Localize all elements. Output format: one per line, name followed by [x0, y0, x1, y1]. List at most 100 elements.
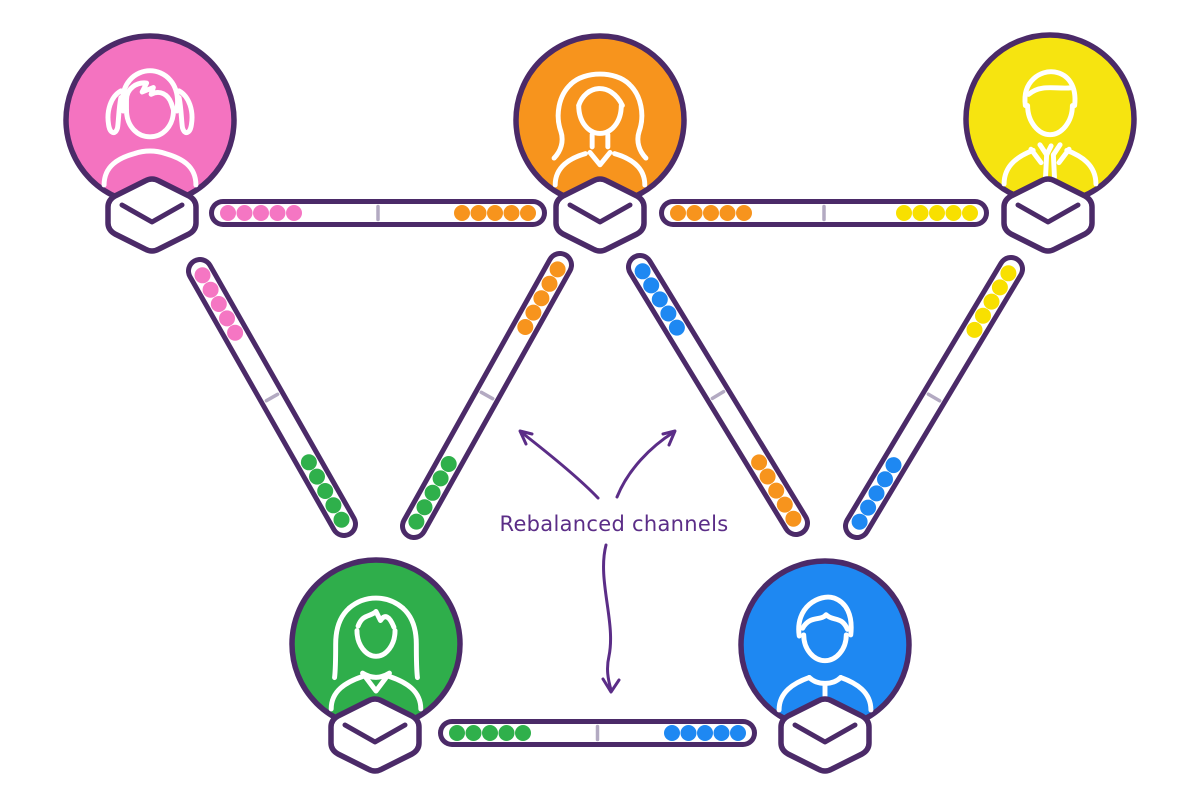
arrow-to-orange-blue-channel — [615, 430, 676, 499]
liquidity-dots-end-green — [408, 456, 457, 530]
channel-yellow-blue — [843, 255, 1025, 540]
liquidity-dot — [912, 205, 929, 221]
liquidity-dot — [651, 291, 668, 308]
liquidity-dot — [962, 205, 978, 221]
liquidity-dot — [541, 275, 558, 292]
liquidity-dots-end-orange — [454, 205, 536, 221]
liquidity-dot — [253, 205, 269, 221]
liquidity-dot — [487, 205, 503, 221]
liquidity-dot — [851, 513, 868, 530]
liquidity-dot — [525, 304, 542, 321]
liquidity-dot — [680, 725, 697, 741]
arrow-to-orange-green-channel — [519, 430, 600, 500]
arrowhead-down — [601, 677, 621, 694]
node-blue — [738, 558, 912, 732]
liquidity-dot — [333, 511, 350, 528]
liquidity-dot — [317, 483, 334, 499]
rebalanced-channels-label: Rebalanced channels — [500, 512, 729, 536]
liquidity-dots-start-pink — [220, 205, 302, 221]
liquidity-dot — [454, 205, 470, 221]
liquidity-dot — [785, 510, 802, 527]
channel-midpoint-tick — [264, 392, 280, 403]
channels-layer — [186, 199, 1025, 747]
liquidity-dot — [991, 279, 1008, 296]
liquidity-dots-start-orange — [670, 205, 752, 221]
liquidity-dots-end-orange — [751, 454, 802, 527]
arrowhead-left — [518, 429, 534, 446]
liquidity-dots-start-blue — [634, 263, 685, 336]
liquidity-dot — [325, 497, 342, 514]
liquidity-dot — [300, 454, 317, 471]
liquidity-dot — [877, 471, 893, 488]
liquidity-dot — [703, 205, 719, 221]
liquidity-dot — [768, 482, 785, 499]
channel-orange-blue — [626, 253, 810, 537]
liquidity-dot — [697, 725, 713, 741]
liquidity-dot — [210, 296, 227, 312]
liquidity-dots-start-green — [449, 725, 531, 741]
liquidity-dot — [719, 205, 736, 221]
liquidity-dot — [202, 281, 219, 298]
liquidity-dot — [309, 468, 325, 485]
liquidity-dot — [517, 319, 534, 335]
liquidity-dot — [408, 513, 425, 530]
liquidity-dot — [868, 485, 885, 502]
channel-midpoint-tick — [479, 390, 495, 401]
liquidity-dot — [776, 496, 793, 513]
channel-midpoint-tick — [926, 392, 942, 403]
channel-pink-green — [186, 257, 358, 538]
liquidity-dot — [503, 205, 520, 221]
avatar-man-in-suit-icon — [1001, 69, 1099, 187]
liquidity-dots-start-yellow — [966, 265, 1017, 338]
liquidity-dots-end-blue — [664, 725, 746, 741]
liquidity-dot — [227, 324, 244, 341]
channel-green-blue — [438, 719, 757, 747]
channel-orange-yellow — [659, 199, 989, 227]
liquidity-dot — [470, 205, 487, 221]
liquidity-dot — [751, 454, 768, 471]
liquidity-dot — [236, 205, 253, 221]
liquidity-dots-start-orange — [517, 261, 566, 335]
liquidity-dot — [686, 205, 703, 221]
liquidity-dots-end-yellow — [896, 205, 978, 221]
channel-pink-orange — [209, 199, 547, 227]
liquidity-dot — [759, 468, 776, 485]
liquidity-dot — [643, 277, 660, 294]
liquidity-dot — [966, 321, 983, 338]
liquidity-dot — [533, 290, 550, 307]
liquidity-dot — [1000, 265, 1017, 282]
arrowhead-right — [661, 429, 677, 447]
liquidity-dot — [440, 456, 457, 472]
liquidity-dot — [664, 725, 680, 741]
liquidity-dot — [885, 457, 902, 474]
liquidity-dot — [515, 725, 531, 741]
avatar-girl-with-pigtails-icon — [101, 68, 199, 188]
liquidity-dot — [219, 310, 235, 327]
liquidity-dot — [269, 205, 286, 221]
liquidity-dot — [424, 484, 441, 501]
avatar-woman-neckerchief-icon — [328, 595, 424, 712]
avatar-man-hoodie-icon — [776, 594, 874, 713]
liquidity-dot — [736, 205, 752, 221]
liquidity-dot — [498, 725, 515, 741]
node-yellow — [963, 32, 1137, 206]
liquidity-dot — [465, 725, 482, 741]
liquidity-dot — [449, 725, 465, 741]
nodes-layer — [63, 32, 1137, 732]
avatar-woman-long-hair-icon — [551, 71, 649, 188]
liquidity-dot — [660, 305, 677, 322]
liquidity-dot — [194, 267, 211, 284]
liquidity-dot — [634, 263, 651, 280]
liquidity-dot — [286, 205, 302, 221]
liquidity-dot — [549, 261, 566, 278]
liquidity-dot — [975, 307, 991, 324]
liquidity-dot — [896, 205, 912, 221]
liquidity-dot — [670, 205, 686, 221]
liquidity-dot — [220, 205, 236, 221]
liquidity-dots-start-pink — [194, 267, 244, 341]
liquidity-dot — [713, 725, 730, 741]
annotation-layer: Rebalanced channels — [500, 429, 729, 694]
liquidity-dot — [860, 499, 877, 516]
liquidity-dot — [945, 205, 962, 221]
